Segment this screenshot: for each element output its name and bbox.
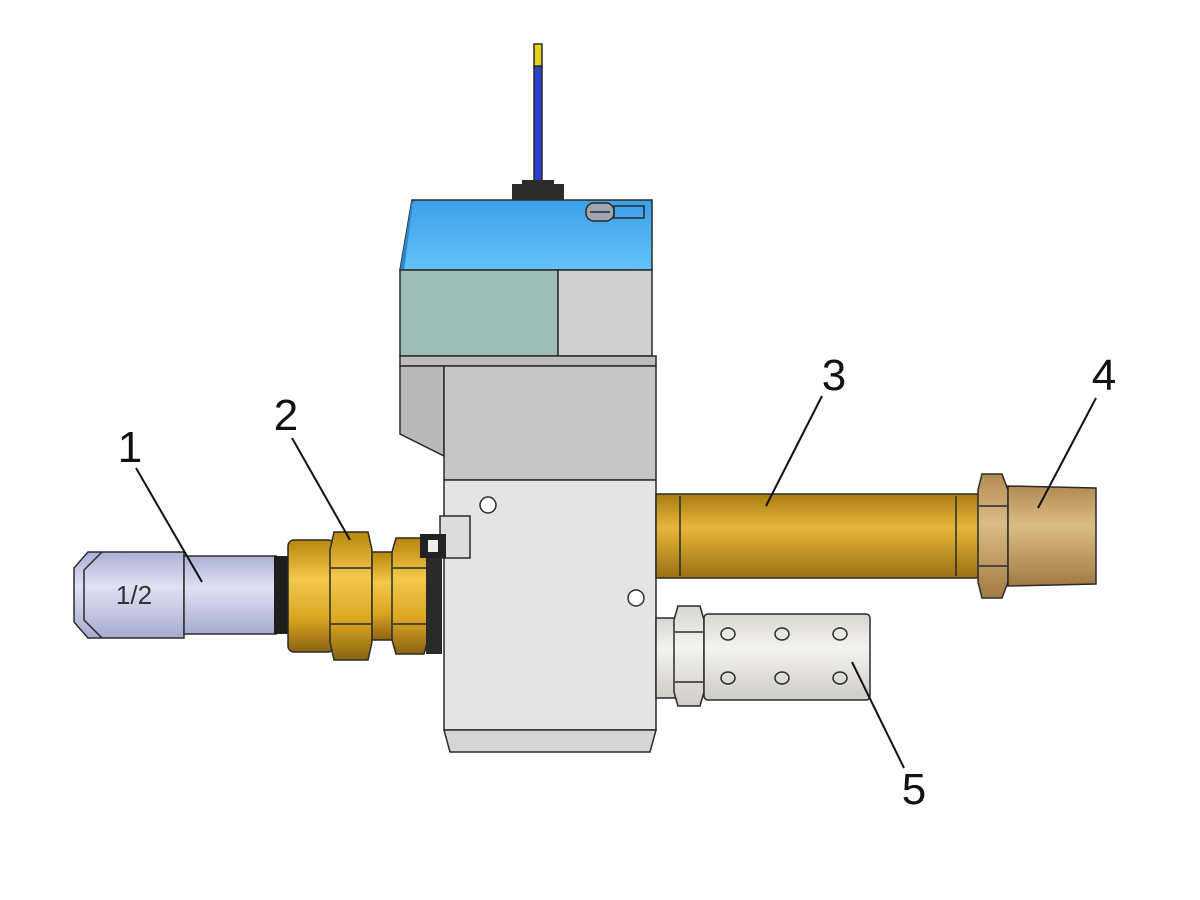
- nozzle-cone: [1007, 485, 1097, 587]
- callout-5: 5: [851, 661, 926, 814]
- inlet-fitting: 1/2: [73, 551, 288, 639]
- wire-yellow-tip: [533, 43, 543, 69]
- body-bottom-chamfer: [443, 729, 657, 753]
- exhaust-silencer: [655, 605, 871, 707]
- outlet-tube-body: [655, 493, 983, 579]
- union-hex-nut-large: [329, 531, 373, 661]
- nozzle-hex: [977, 473, 1009, 599]
- coil-window: [399, 269, 559, 357]
- callout-label-5: 5: [902, 765, 926, 814]
- brass-union: [287, 531, 446, 661]
- leader-line-4: [1037, 397, 1097, 509]
- outlet-nozzle: [977, 473, 1097, 599]
- callout-4: 4: [1037, 351, 1116, 509]
- leader-line-1: [135, 467, 203, 583]
- cable: [512, 43, 564, 204]
- body-upper: [443, 365, 657, 481]
- callout-3: 3: [765, 351, 846, 507]
- silencer-hex: [673, 605, 705, 707]
- inlet-tube: [183, 555, 277, 635]
- body-upper-left-step: [399, 365, 445, 458]
- cable-connector: [512, 180, 564, 204]
- valve-body: [399, 355, 657, 753]
- inlet-seal-ring: [274, 556, 288, 634]
- coil-left-bevel: [400, 200, 412, 270]
- callout-label-3: 3: [822, 351, 846, 400]
- leader-line-2: [291, 437, 351, 541]
- leader-line-5: [851, 661, 905, 769]
- mount-hole-lower: [627, 589, 645, 607]
- leader-line-3: [765, 395, 823, 507]
- coil-screw-slot: [613, 205, 645, 219]
- fitting-size-marking: 1/2: [116, 580, 152, 610]
- mount-hole-upper: [479, 496, 497, 514]
- solenoid-coil: [399, 199, 653, 357]
- silencer-vent-holes: [720, 627, 848, 685]
- callout-label-4: 4: [1092, 351, 1116, 400]
- wire-blue: [533, 65, 543, 185]
- union-lock-ring: [426, 540, 442, 654]
- callout-2: 2: [274, 391, 351, 541]
- callout-1: 1: [118, 423, 203, 583]
- body-flange: [399, 355, 657, 367]
- coil-body-side: [557, 269, 653, 357]
- callout-label-2: 2: [274, 391, 298, 440]
- outlet-tube: [655, 493, 983, 579]
- union-sleeve: [287, 539, 335, 653]
- body-lower: [443, 479, 657, 731]
- callout-label-1: 1: [118, 423, 142, 472]
- silencer-body: [703, 613, 871, 701]
